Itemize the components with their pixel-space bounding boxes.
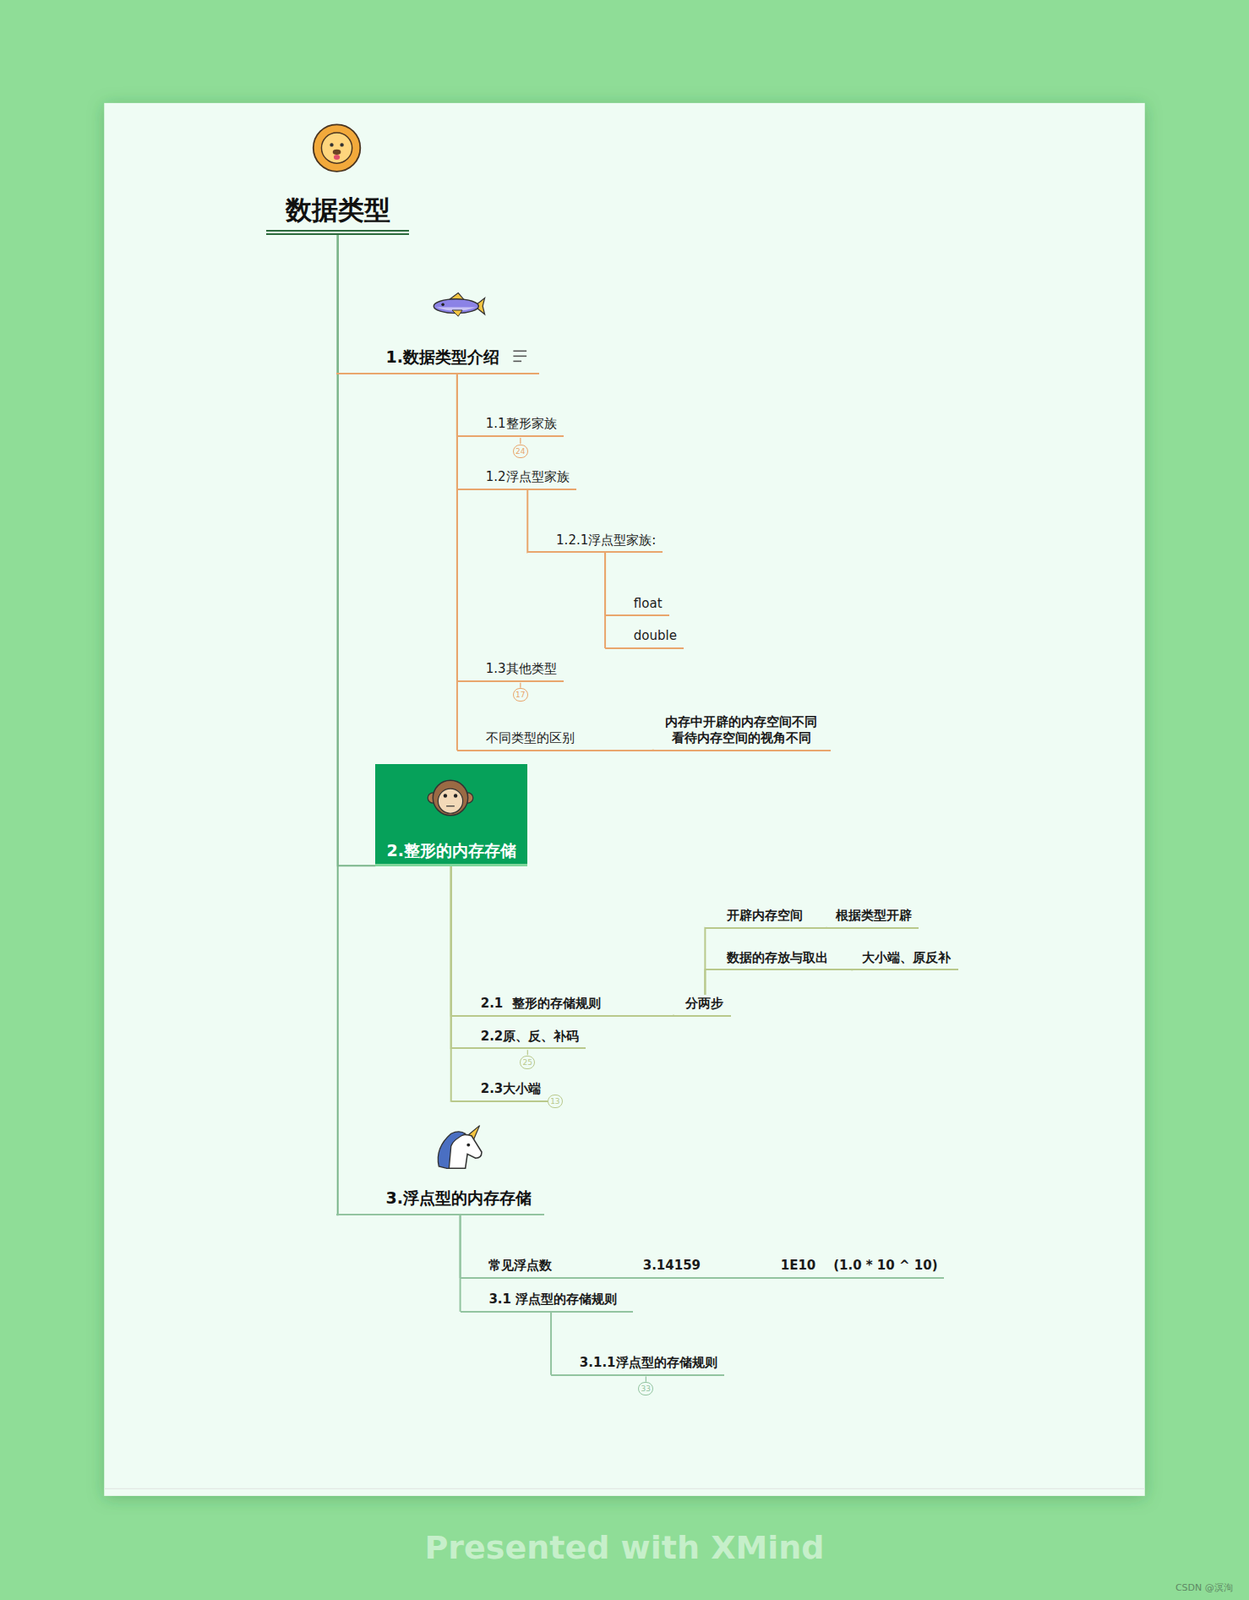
notes-marker: [512, 350, 527, 361]
topic-text: 3.1.1浮点型的存储规则: [579, 1354, 718, 1371]
topic: 3.1 浮点型的存储规则: [460, 1290, 633, 1313]
watermark: CSDN @溟洵: [1175, 1581, 1233, 1594]
topic-text: 大小端、原反补: [861, 949, 951, 966]
topic: 2.1 整形的存储规则: [451, 994, 674, 1017]
callout-number: 25: [519, 1055, 535, 1070]
topic-text: double: [633, 627, 677, 644]
lion-icon: [313, 124, 361, 172]
watermark: Presented with XMind: [424, 1528, 824, 1566]
callout-stub: [520, 437, 646, 1382]
topic-text: 2.1 整形的存储规则: [480, 995, 601, 1012]
branch-line: [703, 969, 706, 995]
topic: 3.1.1浮点型的存储规则: [550, 1353, 725, 1376]
topic-text: float: [633, 595, 663, 612]
topic-text: 1.2.1浮点型家族:: [556, 532, 656, 549]
branch-line: [338, 234, 377, 866]
topic: 1E10 (1.0 * 10 ^ 10): [760, 1256, 945, 1279]
topic-text: 1.1整形家族: [485, 415, 557, 432]
topic-text: 3.1 浮点型的存储规则: [488, 1291, 617, 1308]
topic-text: 根据类型开辟: [835, 907, 912, 924]
branch-line: [450, 865, 453, 1102]
topic-text: 1.数据类型介绍: [385, 347, 499, 368]
topic: 3.14159: [622, 1256, 761, 1279]
callout-number: 24: [512, 444, 529, 459]
topic-text: 不同类型的区别: [485, 730, 575, 747]
topic: 开辟内存空间: [704, 906, 827, 929]
topic-text: 1.3其他类型: [485, 660, 557, 677]
map-card: [103, 103, 1145, 1496]
topic: 2.3大小端: [451, 1079, 549, 1102]
topic: 1.1整形家族: [457, 414, 564, 437]
topic: 内存中开辟的内存空间不同 看待内存空间的视角不同: [653, 714, 831, 752]
topic-text: 2.3大小端: [480, 1080, 542, 1097]
topic-text: 1E10 (1.0 * 10 ^ 10): [780, 1257, 939, 1274]
branch-line: [336, 234, 338, 1215]
unicorn-icon: [437, 1125, 482, 1169]
callout-number: 33: [638, 1381, 654, 1396]
topic-text: 3.浮点型的内存存储: [385, 1188, 531, 1209]
topic: 2.2原、反、补码: [451, 1027, 587, 1050]
topic: 根据类型开辟: [826, 906, 919, 929]
fish-icon: [433, 292, 485, 317]
topic: 1.2.1浮点型家族:: [527, 531, 663, 554]
topic-text: 内存中开辟的内存空间不同 看待内存空间的视角不同: [663, 714, 820, 747]
topic-text: 常见浮点数: [488, 1257, 552, 1274]
topic: 数据的存放与取出: [704, 949, 852, 971]
topic-text: 2.2原、反、补码: [480, 1028, 580, 1045]
card-edge: [103, 1488, 1145, 1489]
main-topic-box: 2.整形的内存存储: [375, 763, 528, 867]
topic-text: 分两步: [685, 995, 724, 1012]
topic-text: 2.整形的内存存储: [387, 840, 517, 862]
callout-number: 13: [547, 1094, 563, 1108]
central-topic: 数据类型: [266, 193, 410, 235]
topic: 常见浮点数: [460, 1256, 623, 1279]
topic: 分两步: [673, 994, 731, 1017]
topic: 3.浮点型的内存存储: [336, 1188, 544, 1216]
topic: 不同类型的区别: [457, 729, 654, 752]
monkey-icon: [426, 774, 475, 822]
topic: float: [605, 594, 670, 617]
topic: 大小端、原反补: [851, 949, 959, 971]
callout-number: 17: [512, 687, 529, 702]
topic: double: [605, 627, 684, 650]
topic-text: 数据类型: [285, 193, 391, 227]
topic: 1.2浮点型家族: [457, 468, 577, 491]
topic: 1.数据类型介绍: [336, 347, 539, 375]
topic-text: 开辟内存空间: [726, 907, 803, 924]
topic: 1.3其他类型: [457, 659, 564, 682]
topic-text: 3.14159: [643, 1257, 701, 1274]
topic-text: 数据的存放与取出: [726, 949, 829, 966]
topic-text: 1.2浮点型家族: [485, 469, 570, 486]
